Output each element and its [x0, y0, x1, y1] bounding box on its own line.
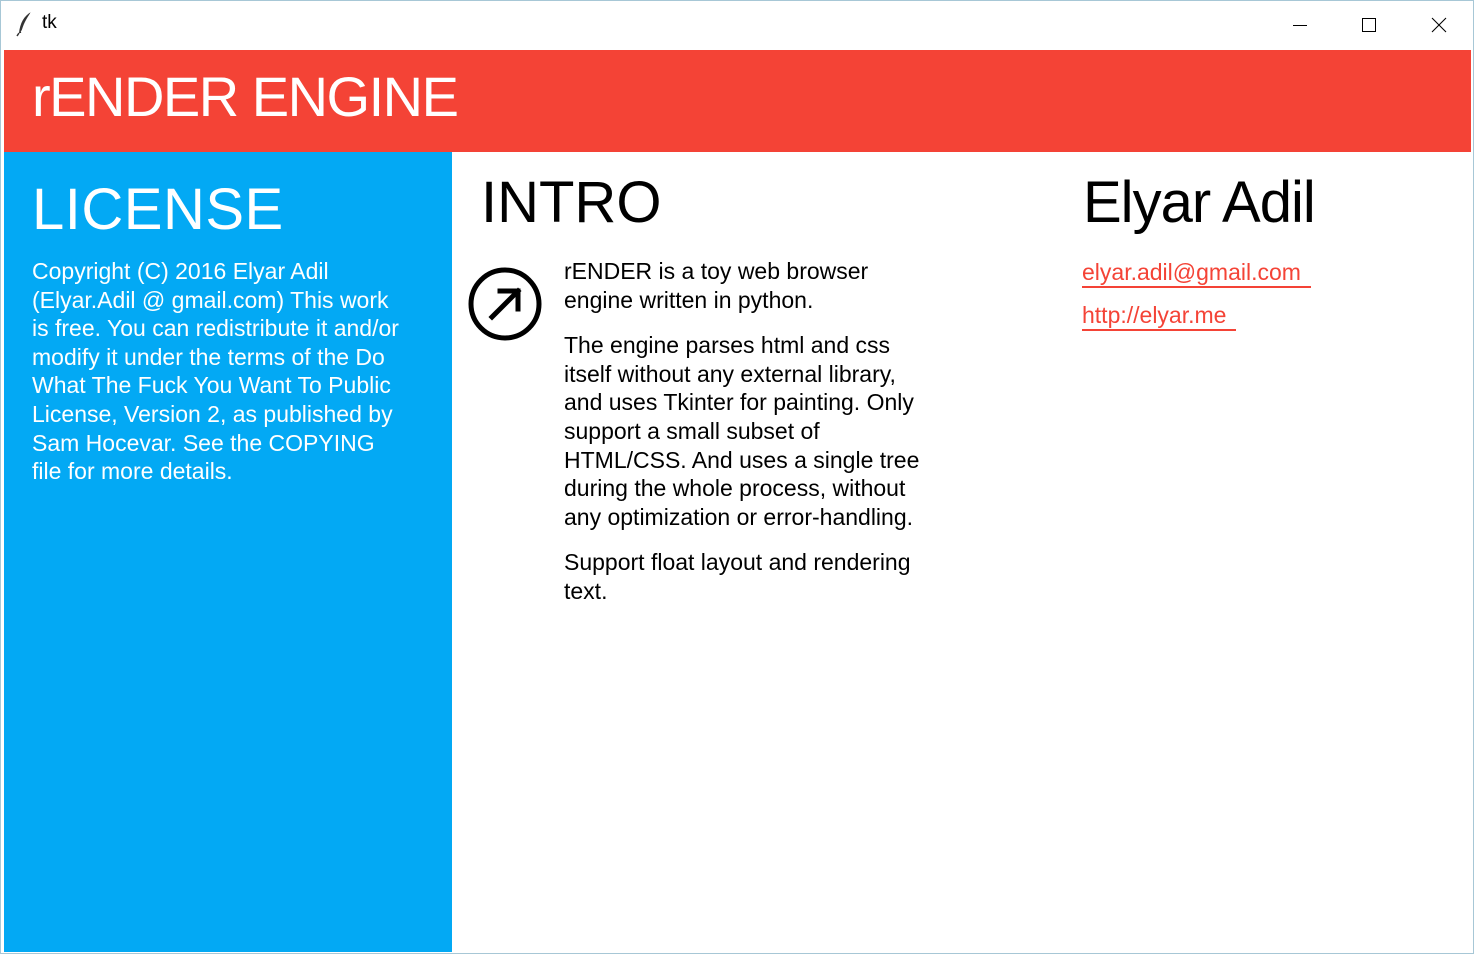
license-sidebar: LICENSE Copyright (C) 2016 Elyar Adil (E…: [4, 152, 452, 952]
arrow-up-right-circle-icon: [468, 267, 542, 341]
close-icon: [1431, 17, 1447, 32]
license-heading: LICENSE: [32, 177, 284, 242]
minimize-button[interactable]: [1265, 1, 1335, 48]
author-name: Elyar Adil: [1083, 170, 1316, 235]
maximize-icon: [1362, 17, 1376, 32]
license-text: Copyright (C) 2016 Elyar Adil (Elyar.Adi…: [32, 258, 399, 485]
feather-icon: [16, 11, 32, 37]
intro-heading: INTRO: [481, 170, 662, 235]
email-link[interactable]: elyar.adil@gmail.com: [1082, 258, 1311, 288]
intro-paragraph: rENDER is a toy web browser engine writt…: [564, 258, 869, 313]
site-title: rENDER ENGINE: [32, 65, 459, 128]
website-link[interactable]: http://elyar.me: [1082, 301, 1237, 331]
window-title: tk: [42, 12, 57, 33]
maximize-button[interactable]: [1334, 1, 1404, 48]
intro-paragraph: The engine parses html and css itself wi…: [564, 332, 920, 530]
minimize-icon: [1293, 24, 1307, 26]
close-button[interactable]: [1404, 1, 1473, 48]
intro-body: rENDER is a toy web browser engine writt…: [564, 257, 934, 623]
page-header: rENDER ENGINE: [4, 50, 1471, 152]
title-bar[interactable]: tk: [1, 1, 1473, 48]
intro-paragraph: Support float layout and rendering text.: [564, 549, 911, 604]
